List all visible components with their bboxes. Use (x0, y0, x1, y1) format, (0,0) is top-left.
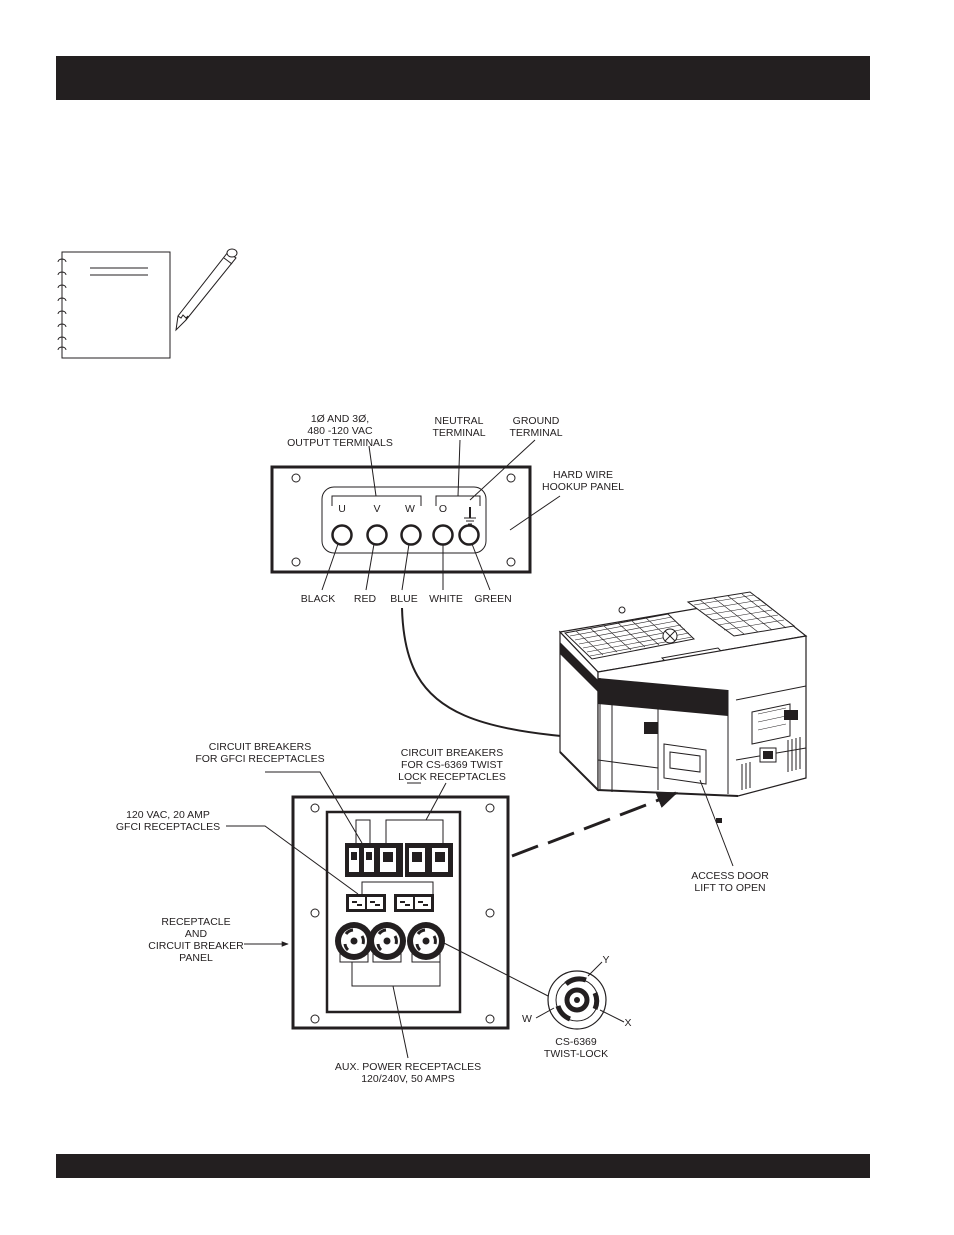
receptacle-panel-label-3: CIRCUIT BREAKER (148, 940, 244, 952)
wire-color-red: RED (354, 593, 377, 605)
twist-lock-label-1: CS-6369 (555, 1036, 597, 1048)
output-terminals-label-1: 1Ø AND 3Ø, (311, 413, 369, 425)
dashed-direction-arrow (511, 791, 678, 858)
ground-terminal-label-1: GROUND (513, 415, 560, 427)
twist-lock-pin-y: Y (602, 954, 609, 966)
header-bar (56, 56, 870, 100)
terminal-letter-v: V (373, 503, 380, 515)
gfci-breakers-label-2: FOR GFCI RECEPTACLES (195, 753, 324, 765)
terminal-u (331, 524, 353, 546)
wire-color-black: BLACK (301, 593, 335, 605)
gfci-receptacles-label-2: GFCI RECEPTACLES (116, 821, 220, 833)
twist-breakers-label-3: LOCK RECEPTACLES (398, 771, 506, 783)
wire-color-green: GREEN (474, 593, 511, 605)
twist-breakers-label-1: CIRCUIT BREAKERS (401, 747, 504, 759)
terminal-ground (458, 524, 480, 546)
terminal-w (400, 524, 422, 546)
footer-bar (56, 1154, 870, 1178)
hookup-panel-label-1: HARD WIRE (553, 469, 613, 481)
terminal-letter-o: O (439, 503, 447, 515)
gfci-breakers-label-1: CIRCUIT BREAKERS (209, 741, 312, 753)
twist-lock-pin-x: X (624, 1017, 631, 1029)
access-door-label-1: ACCESS DOOR (691, 870, 769, 882)
neutral-terminal-label-1: NEUTRAL (434, 415, 483, 427)
twist-breakers-label-2: FOR CS-6369 TWIST (401, 759, 503, 771)
hookup-panel: U V W O (270, 439, 561, 591)
terminal-o (432, 524, 454, 546)
ground-terminal-label-2: TERMINAL (509, 427, 562, 439)
aux-receptacles-label-1: AUX. POWER RECEPTACLES (335, 1061, 481, 1073)
receptacle-panel-label-4: PANEL (179, 952, 213, 964)
terminal-v (366, 524, 388, 546)
hookup-panel-label-2: HOOKUP PANEL (542, 481, 624, 493)
access-door-label-2: LIFT TO OPEN (694, 882, 765, 894)
notebook-icon (57, 251, 171, 359)
ground-symbol-icon (464, 507, 476, 525)
circuit-breakers (345, 843, 453, 877)
receptacle-panel-label-1: RECEPTACLE (161, 916, 230, 928)
terminal-letter-u: U (338, 503, 346, 515)
wire-color-blue: BLUE (390, 593, 417, 605)
neutral-terminal-label-2: TERMINAL (432, 427, 485, 439)
twist-lock-label-2: TWIST-LOCK (544, 1048, 608, 1060)
generator-illustration: MQ POWER (558, 591, 808, 823)
gfci-receptacles-label-1: 120 VAC, 20 AMP (126, 809, 210, 821)
receptacle-panel (291, 795, 510, 1030)
pencil-icon (175, 248, 238, 332)
receptacle-panel-label-2: AND (185, 928, 208, 940)
aux-receptacles-label-2: 120/240V, 50 AMPS (361, 1073, 455, 1085)
output-terminals-label-3: OUTPUT TERMINALS (287, 437, 393, 449)
terminal-letter-w: W (405, 503, 415, 515)
wire-color-white: WHITE (429, 593, 463, 605)
twist-lock-detail (535, 961, 625, 1030)
output-terminals-label-2: 480 -120 VAC (307, 425, 373, 437)
twist-lock-pin-w: W (522, 1013, 532, 1025)
gfci-receptacles (346, 894, 434, 912)
aux-power-receptacles (335, 922, 445, 963)
